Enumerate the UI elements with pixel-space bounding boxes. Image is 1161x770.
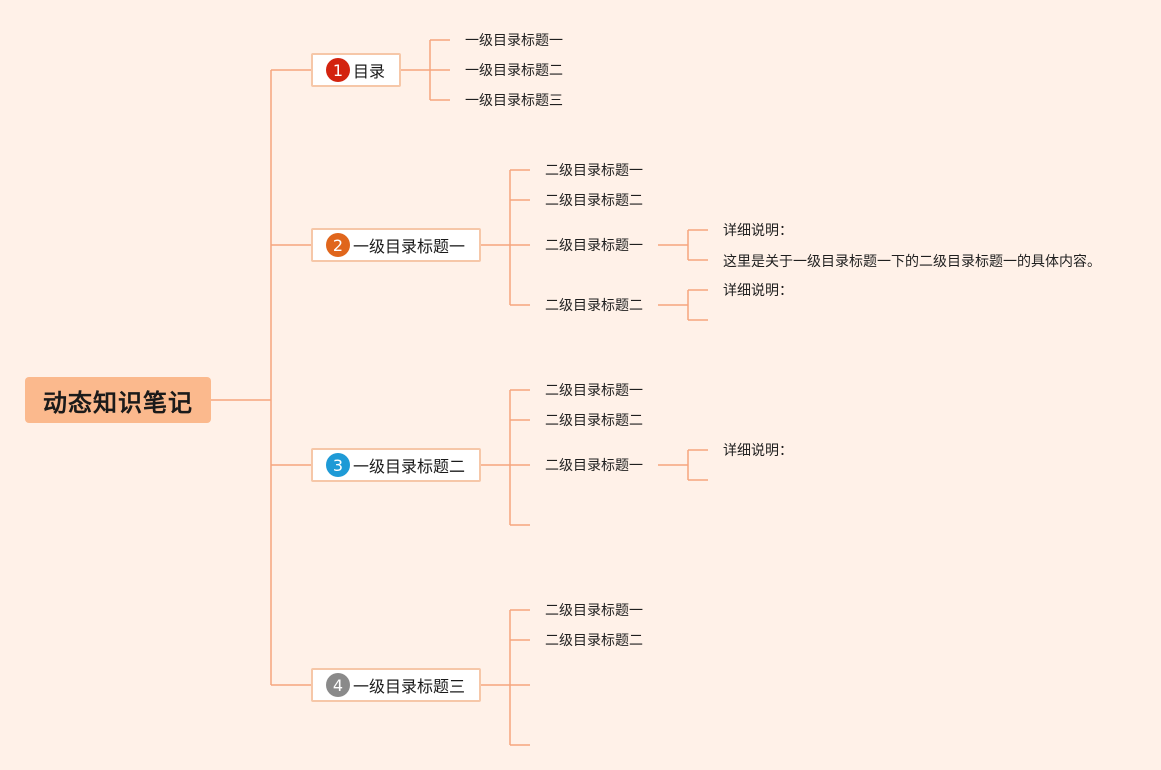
number-4-icon: 4 <box>326 673 350 697</box>
branch-label: 一级目录标题三 <box>353 677 466 696</box>
subtopic-node[interactable]: 二级目录标题一 <box>545 458 643 474</box>
branch-node-toc[interactable]: 1 目录 <box>311 53 401 87</box>
subtopic-node[interactable]: 二级目录标题二 <box>545 413 643 429</box>
detail-text[interactable]: 这里是关于一级目录标题一下的二级目录标题一的具体内容。 <box>723 254 1101 270</box>
number-1-icon: 1 <box>326 58 350 82</box>
number-2-icon: 2 <box>326 233 350 257</box>
connector-b4-leaves <box>510 609 530 746</box>
subtopic-node[interactable]: 二级目录标题一 <box>545 238 643 254</box>
connector-b3-c3-details <box>658 449 708 481</box>
connector-b2-leaves <box>510 169 530 306</box>
branch-node-1[interactable]: 2 一级目录标题一 <box>311 228 481 262</box>
subtopic-node[interactable]: 二级目录标题二 <box>545 298 643 314</box>
subtopic-node[interactable]: 二级目录标题一 <box>545 163 643 179</box>
number-3-icon: 3 <box>326 453 350 477</box>
connector-b2-c4-details <box>658 289 708 321</box>
detail-heading[interactable]: 详细说明： <box>723 443 793 459</box>
branch-label: 一级目录标题二 <box>353 457 466 476</box>
subtopic-node[interactable]: 二级目录标题二 <box>545 633 643 649</box>
connector-b1-leaves <box>430 39 450 101</box>
detail-heading[interactable]: 详细说明： <box>723 283 793 299</box>
detail-heading[interactable]: 详细说明： <box>723 223 793 239</box>
root-node[interactable]: 动态知识笔记 <box>25 377 211 423</box>
subtopic-node[interactable]: 二级目录标题一 <box>545 383 643 399</box>
branch-node-2[interactable]: 3 一级目录标题二 <box>311 448 481 482</box>
connector-b2-c3-details <box>658 229 708 261</box>
root-label: 动态知识笔记 <box>43 388 193 417</box>
subtopic-node[interactable]: 二级目录标题一 <box>545 603 643 619</box>
subtopic-node[interactable]: 二级目录标题二 <box>545 193 643 209</box>
connector-b3-leaves <box>510 389 530 526</box>
toc-item[interactable]: 一级目录标题二 <box>465 63 563 79</box>
branch-label: 一级目录标题一 <box>353 237 466 256</box>
branch-node-3[interactable]: 4 一级目录标题三 <box>311 668 481 702</box>
toc-item[interactable]: 一级目录标题一 <box>465 33 563 49</box>
branch-label: 目录 <box>353 62 386 81</box>
toc-item[interactable]: 一级目录标题三 <box>465 93 563 109</box>
